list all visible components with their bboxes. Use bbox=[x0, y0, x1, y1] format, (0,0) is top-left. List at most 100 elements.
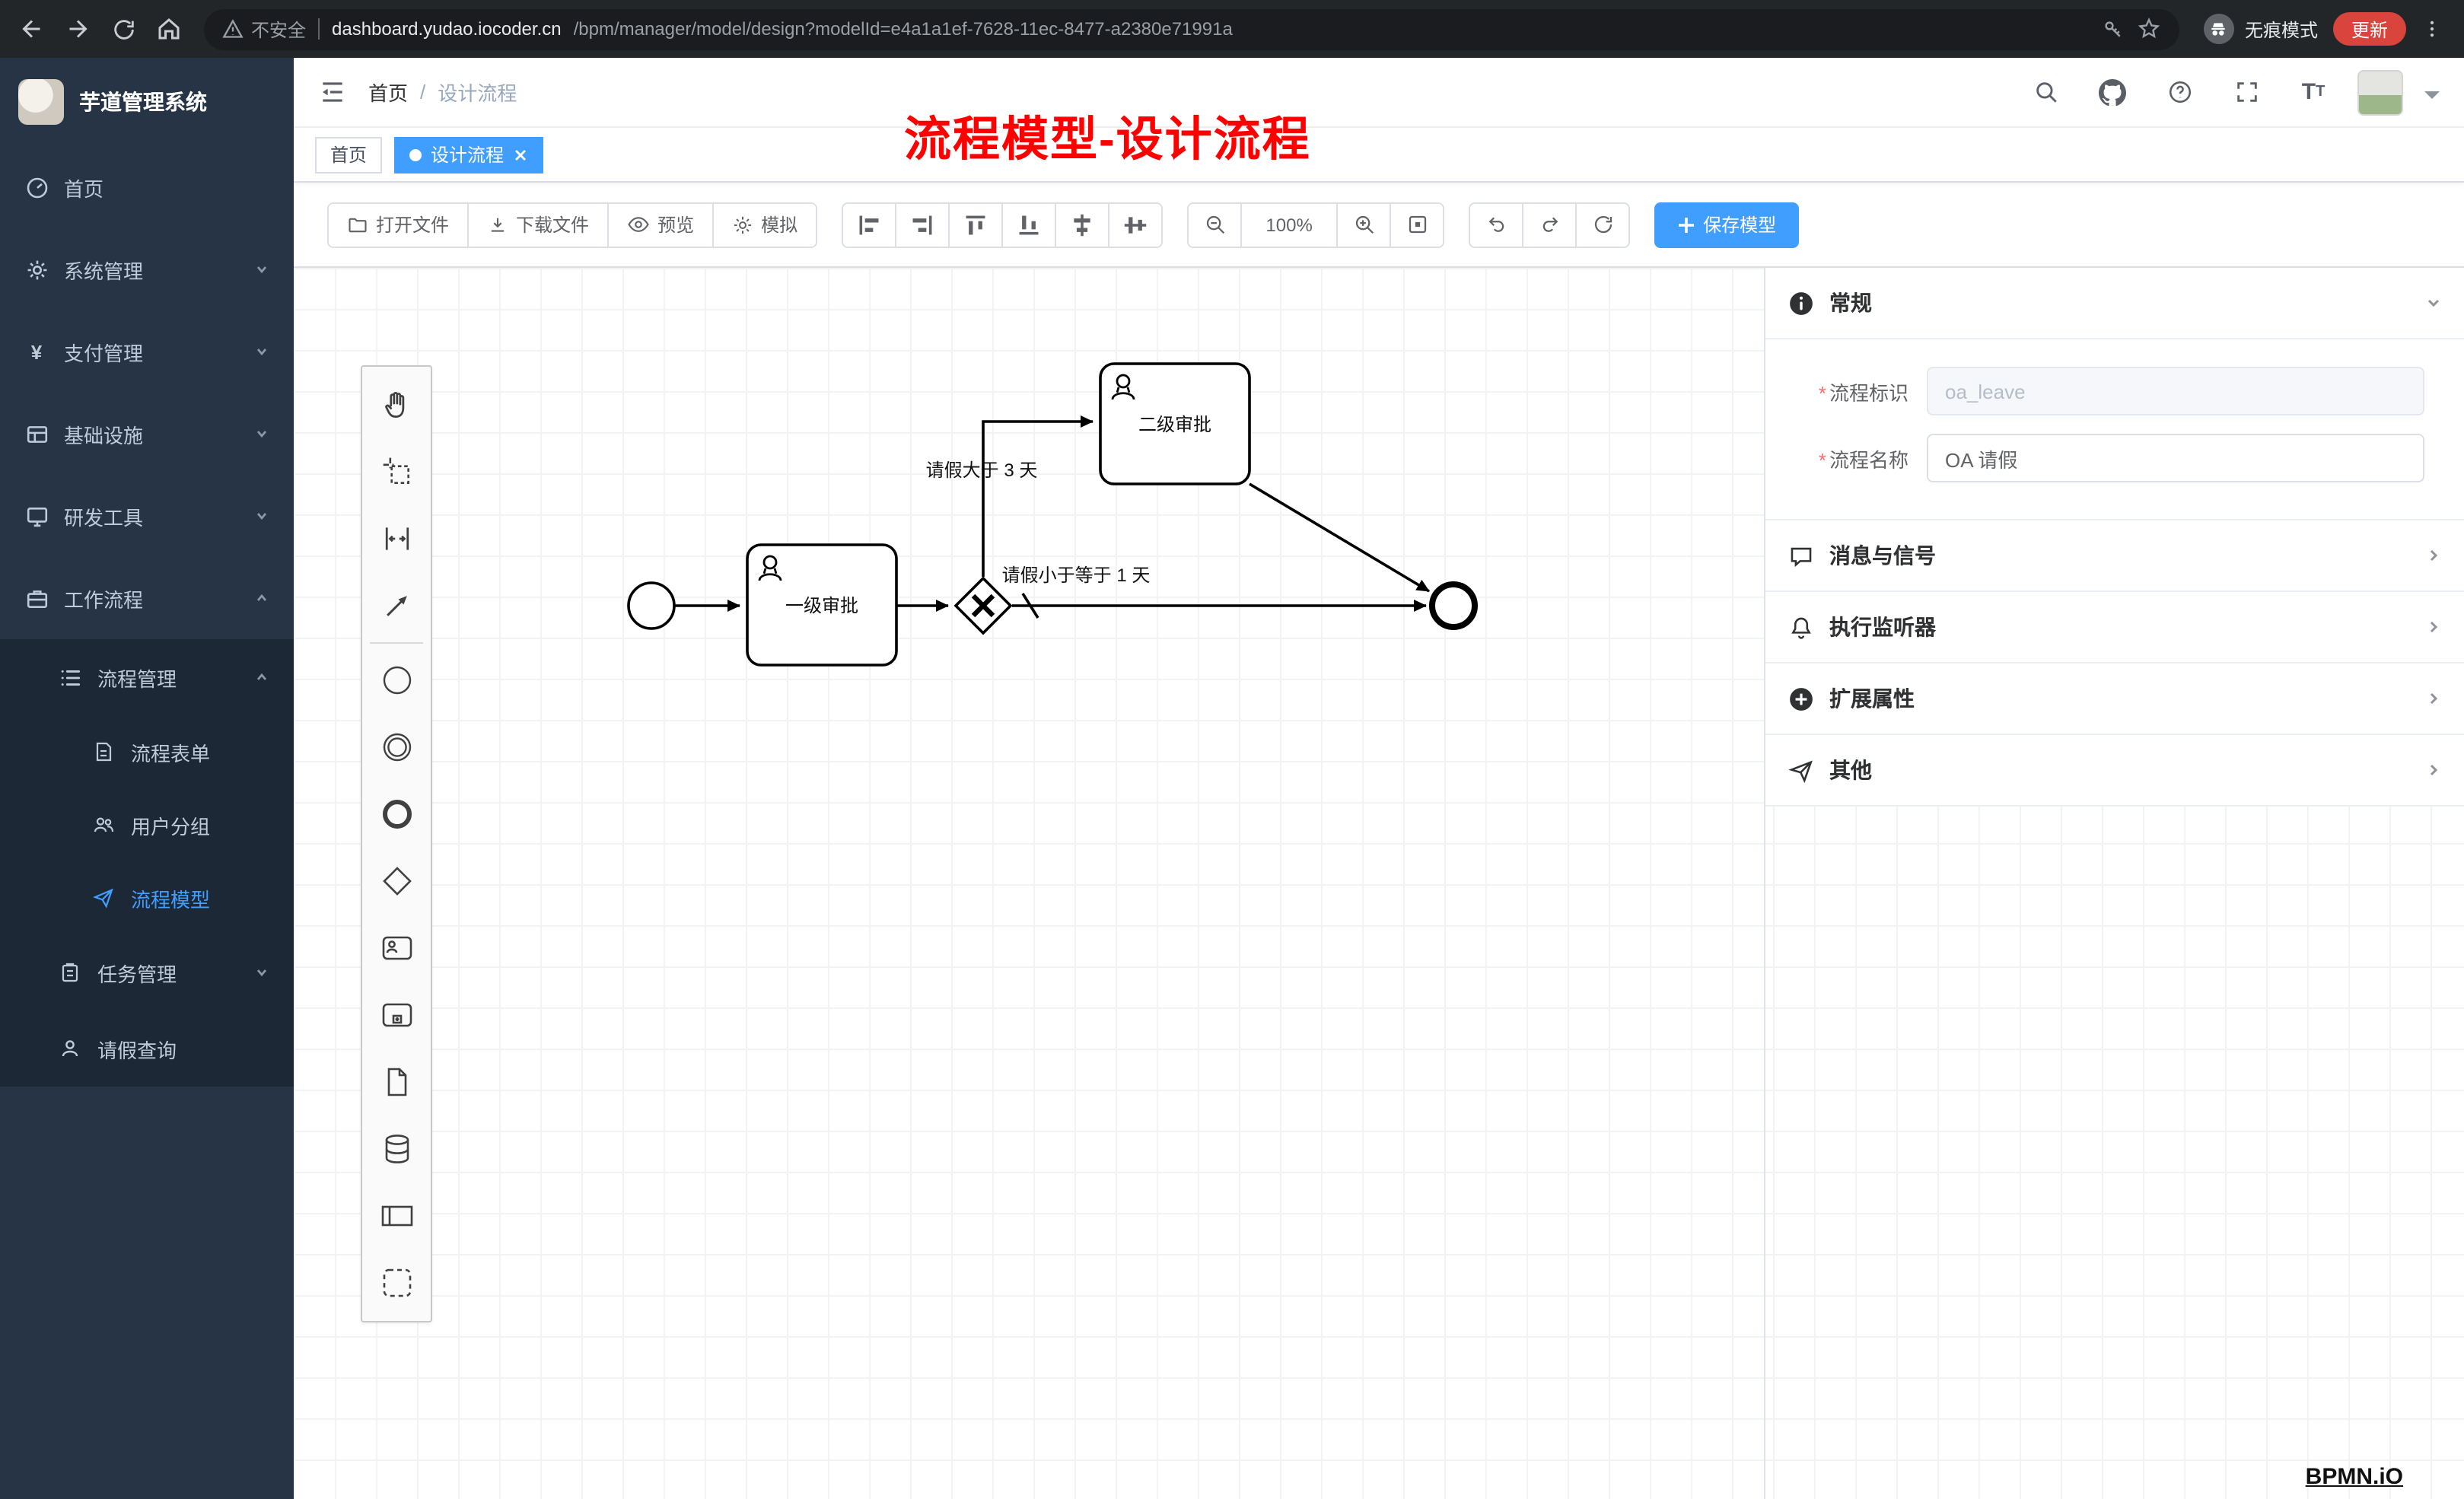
close-icon[interactable] bbox=[513, 147, 528, 162]
align-right-icon[interactable] bbox=[895, 202, 950, 247]
sidebar-item-payment[interactable]: ¥ 支付管理 bbox=[0, 310, 294, 393]
sidebar-item-task-management[interactable]: 任务管理 bbox=[0, 934, 294, 1010]
sidebar-item-workflow[interactable]: 工作流程 bbox=[0, 557, 294, 639]
chevron-up-icon bbox=[254, 590, 269, 606]
space-tool-icon[interactable] bbox=[362, 505, 431, 572]
zoom-reset-icon[interactable] bbox=[1390, 202, 1445, 247]
save-model-button[interactable]: 保存模型 bbox=[1654, 202, 1800, 247]
hand-tool-icon[interactable] bbox=[362, 371, 431, 438]
sidebar-item-label: 首页 bbox=[64, 177, 104, 200]
sidebar-item-home[interactable]: 首页 bbox=[0, 146, 294, 228]
sidebar-item-user-group[interactable]: 用户分组 bbox=[0, 788, 294, 861]
flow-condition-label: 请假大于 3 天 bbox=[926, 460, 1038, 481]
sidebar-item-label: 流程管理 bbox=[97, 667, 177, 690]
bpmn-start-event[interactable] bbox=[627, 581, 676, 630]
paper-plane-icon bbox=[91, 887, 116, 909]
align-center-horizontal-icon[interactable] bbox=[1055, 202, 1110, 247]
datastore-tool-icon[interactable] bbox=[362, 1115, 431, 1182]
help-icon[interactable] bbox=[2157, 69, 2202, 115]
browser-chrome: 不安全 dashboard.yudao.iocoder.cn/bpm/manag… bbox=[0, 0, 2464, 58]
intermediate-event-tool-icon[interactable] bbox=[362, 714, 431, 781]
zoom-out-icon[interactable] bbox=[1187, 202, 1243, 247]
process-name-row: *流程名称 bbox=[1775, 434, 2424, 482]
panel-section-extended-attributes[interactable]: 扩展属性 bbox=[1765, 664, 2464, 735]
download-file-button[interactable]: 下载文件 bbox=[467, 202, 610, 247]
chevron-down-icon bbox=[254, 426, 269, 441]
bpmn-flow-gateway-to-second[interactable] bbox=[982, 415, 1094, 577]
section-title: 扩展属性 bbox=[1829, 686, 1915, 711]
zoom-button-group: 100% bbox=[1187, 202, 1445, 247]
connection-tool-icon[interactable] bbox=[362, 572, 431, 639]
end-event-tool-icon[interactable] bbox=[362, 781, 431, 848]
process-name-input[interactable] bbox=[1927, 434, 2424, 482]
person-icon bbox=[58, 1038, 82, 1059]
file-button-group: 打开文件 下载文件 预览 模拟 bbox=[327, 202, 818, 247]
align-left-icon[interactable] bbox=[842, 202, 897, 247]
bpmn-end-event[interactable] bbox=[1429, 581, 1478, 630]
breadcrumb-home[interactable]: 首页 bbox=[368, 82, 409, 105]
group-tool-icon[interactable] bbox=[362, 1249, 431, 1316]
subprocess-tool-icon[interactable] bbox=[362, 982, 431, 1049]
clipboard-icon bbox=[58, 962, 82, 983]
user-icon bbox=[758, 555, 782, 581]
avatar[interactable] bbox=[2357, 69, 2403, 115]
incognito-profile-chip[interactable]: 无痕模式 bbox=[2195, 11, 2327, 47]
restart-icon[interactable] bbox=[1575, 202, 1631, 247]
sidebar-item-system[interactable]: 系统管理 bbox=[0, 228, 294, 310]
start-event-tool-icon[interactable] bbox=[362, 647, 431, 714]
user-task-tool-icon[interactable] bbox=[362, 915, 431, 982]
align-top-icon[interactable] bbox=[948, 202, 1004, 247]
pool-tool-icon[interactable] bbox=[362, 1182, 431, 1249]
bpmn-task-second-approval[interactable] bbox=[1099, 362, 1251, 485]
address-bar[interactable]: 不安全 dashboard.yudao.iocoder.cn/bpm/manag… bbox=[204, 8, 2179, 49]
bpmn-canvas[interactable]: 一级审批 二级审批 请假大于 3 天 请假小于等于 1 天 常规 *流程标识 bbox=[294, 268, 2464, 1499]
forward-icon[interactable] bbox=[58, 9, 97, 49]
sidebar-item-leave-query[interactable]: 请假查询 bbox=[0, 1010, 294, 1087]
panel-section-messages[interactable]: 消息与信号 bbox=[1765, 520, 2464, 592]
bpmn-io-watermark[interactable]: BPMN.iO bbox=[2305, 1464, 2403, 1490]
sidebar-collapse-icon[interactable] bbox=[318, 78, 347, 107]
bpmn-flow-second-to-end[interactable] bbox=[1249, 482, 1430, 593]
undo-icon[interactable] bbox=[1469, 202, 1524, 247]
sidebar-item-process-form[interactable]: 流程表单 bbox=[0, 715, 294, 788]
sidebar-item-infrastructure[interactable]: 基础设施 bbox=[0, 393, 294, 475]
browser-menu-icon[interactable] bbox=[2412, 9, 2452, 49]
avatar-dropdown-caret[interactable] bbox=[2424, 91, 2440, 106]
reload-icon[interactable] bbox=[103, 9, 143, 49]
tab-design-process[interactable]: 设计流程 bbox=[394, 136, 544, 173]
redo-icon[interactable] bbox=[1522, 202, 1577, 247]
align-bottom-icon[interactable] bbox=[1001, 202, 1057, 247]
simulate-button[interactable]: 模拟 bbox=[712, 202, 818, 247]
process-key-input[interactable] bbox=[1927, 367, 2424, 415]
file-tool-icon[interactable] bbox=[362, 1049, 431, 1115]
gateway-tool-icon[interactable] bbox=[362, 848, 431, 915]
panel-section-other[interactable]: 其他 bbox=[1765, 735, 2464, 807]
tab-home[interactable]: 首页 bbox=[315, 136, 383, 173]
flow-condition-label: 请假小于等于 1 天 bbox=[1002, 565, 1151, 586]
zoom-in-icon[interactable] bbox=[1336, 202, 1392, 247]
github-icon[interactable] bbox=[2090, 69, 2135, 115]
sidebar-item-dev-tools[interactable]: 研发工具 bbox=[0, 475, 294, 557]
search-icon[interactable] bbox=[2023, 69, 2068, 115]
sidebar-item-process-model[interactable]: 流程模型 bbox=[0, 861, 294, 934]
home-icon[interactable] bbox=[149, 9, 189, 49]
preview-button[interactable]: 预览 bbox=[607, 202, 715, 247]
bpmn-toolbar: 打开文件 下载文件 预览 模拟 bbox=[294, 183, 2464, 268]
bookmark-star-icon[interactable] bbox=[2137, 17, 2161, 41]
lasso-tool-icon[interactable] bbox=[362, 438, 431, 505]
required-marker: * bbox=[1818, 448, 1826, 471]
password-key-icon[interactable] bbox=[2102, 18, 2125, 40]
sidebar-item-process-management[interactable]: 流程管理 bbox=[0, 639, 294, 715]
process-key-label: *流程标识 bbox=[1818, 381, 1908, 404]
fullscreen-icon[interactable] bbox=[2224, 69, 2269, 115]
zoom-level: 100% bbox=[1240, 202, 1339, 247]
open-file-button[interactable]: 打开文件 bbox=[327, 202, 470, 247]
back-icon[interactable] bbox=[12, 9, 52, 49]
browser-update-button[interactable]: 更新 bbox=[2332, 12, 2406, 46]
url-host: dashboard.yudao.iocoder.cn bbox=[332, 18, 562, 40]
security-warning[interactable]: 不安全 bbox=[222, 16, 306, 42]
align-center-vertical-icon[interactable] bbox=[1108, 202, 1164, 247]
panel-section-general[interactable]: 常规 bbox=[1765, 268, 2464, 339]
panel-section-execution-listener[interactable]: 执行监听器 bbox=[1765, 592, 2464, 664]
